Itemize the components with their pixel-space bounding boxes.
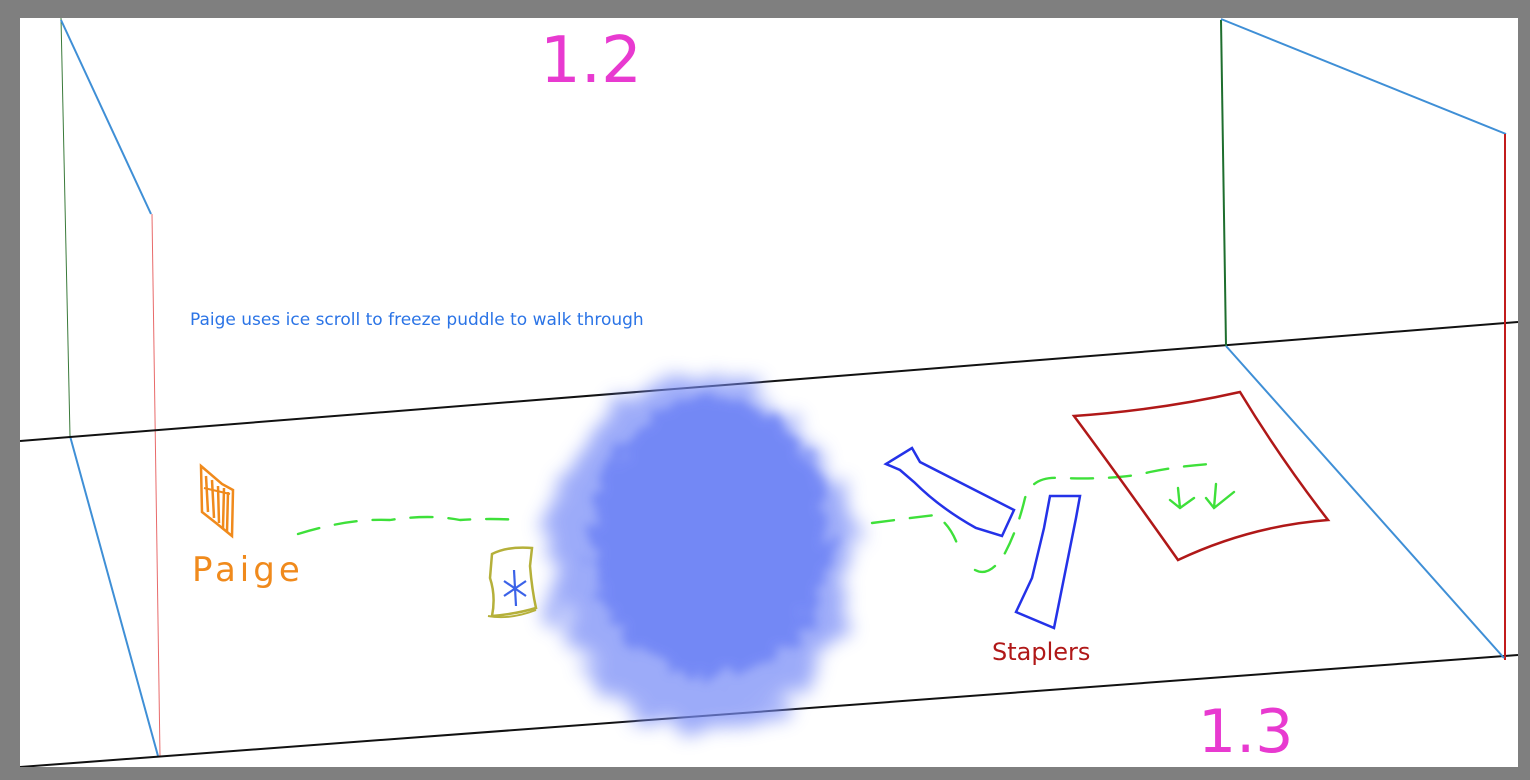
floor-front-line — [20, 654, 1518, 767]
scene-number-1-2: 1.2 — [540, 24, 642, 98]
storyboard-sketch: 1.2 1.3 Paige uses ice scroll to freeze … — [20, 18, 1518, 767]
walking-path — [296, 462, 1212, 574]
left-back-edge — [60, 18, 71, 437]
left-front-edge — [151, 213, 161, 757]
puddle — [550, 378, 850, 728]
floor-back-line — [20, 321, 1518, 442]
stapler-2 — [1014, 494, 1082, 630]
stapler-1 — [883, 446, 1016, 538]
target-area — [1071, 390, 1331, 562]
paige-figure-icon — [199, 463, 235, 539]
down-arrow-icon — [1168, 482, 1236, 510]
left-top-edge — [60, 19, 152, 215]
scene-note: Paige uses ice scroll to freeze puddle t… — [190, 310, 644, 330]
obstacle-label-staplers: Staplers — [992, 638, 1090, 666]
right-top-edge — [1220, 18, 1507, 135]
sketch-canvas: 1.2 1.3 Paige uses ice scroll to freeze … — [20, 18, 1518, 767]
right-floor-edge — [1225, 345, 1505, 659]
left-floor-edge — [69, 435, 159, 757]
right-back-edge — [1220, 19, 1227, 347]
ice-scroll-icon — [487, 546, 538, 619]
room-wireframe — [20, 18, 1518, 767]
snowflake-icon — [503, 569, 527, 607]
scene-number-1-3: 1.3 — [1198, 697, 1293, 767]
character-label-paige: Paige — [192, 550, 304, 590]
